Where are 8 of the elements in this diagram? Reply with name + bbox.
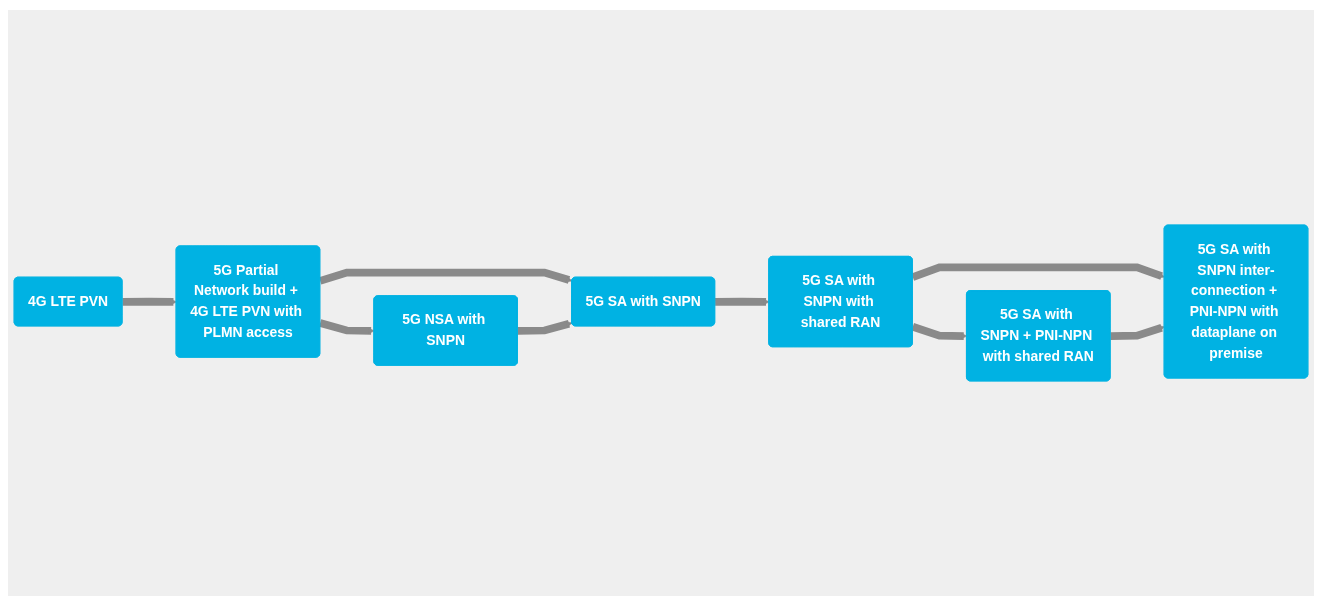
arrow bbox=[319, 319, 375, 335]
arrow bbox=[517, 320, 573, 335]
arrow bbox=[911, 263, 1165, 281]
arrow bbox=[911, 323, 968, 340]
arrow bbox=[122, 297, 177, 306]
arrow bbox=[1110, 324, 1165, 340]
arrow bbox=[319, 268, 573, 285]
arrow bbox=[715, 297, 770, 306]
